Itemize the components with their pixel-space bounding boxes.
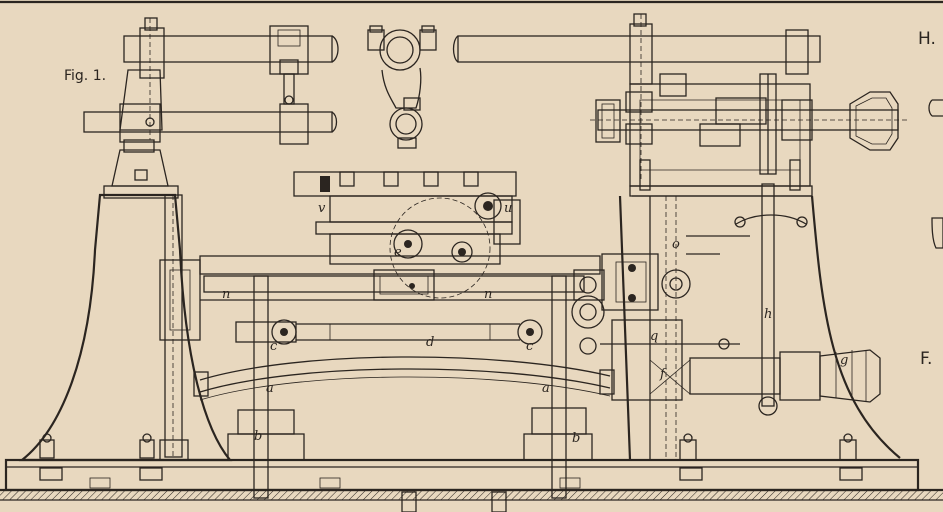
label-c-right: c — [526, 339, 534, 354]
label-b-right: b — [572, 431, 580, 446]
label-f: f — [659, 367, 667, 382]
left-upper-column — [83, 17, 339, 145]
rack-bar — [159, 255, 605, 341]
edge-fragments — [928, 99, 943, 249]
side-letter-f: F. — [920, 349, 932, 369]
label-a-right: a — [542, 381, 550, 396]
work-table — [293, 171, 521, 299]
right-mechanism — [600, 183, 881, 416]
label-o: o — [672, 237, 680, 252]
right-upper-assembly — [452, 13, 910, 197]
left-standard — [18, 139, 233, 462]
connecting-rod — [235, 295, 605, 355]
figure-title: Fig. 1. — [64, 68, 106, 84]
label-a-left: a — [266, 381, 274, 396]
label-g: g — [840, 353, 848, 368]
label-v: v — [318, 201, 326, 216]
label-h: h — [764, 307, 772, 322]
machine-base — [0, 458, 943, 512]
side-letter-h: H. — [918, 29, 936, 49]
bridge-arch — [193, 356, 615, 401]
label-d: d — [426, 335, 434, 350]
label-u: u — [504, 201, 512, 216]
label-e: e — [394, 245, 402, 260]
clamp-detail — [367, 25, 437, 149]
right-standard — [618, 195, 901, 461]
lead-screw-left — [227, 275, 305, 499]
label-n-left: n — [222, 287, 230, 302]
lead-screw-right — [523, 275, 593, 499]
label-b-left: b — [254, 429, 262, 444]
label-q: q — [650, 329, 658, 344]
label-n-right: n — [484, 287, 492, 302]
label-c-left: c — [270, 339, 278, 354]
